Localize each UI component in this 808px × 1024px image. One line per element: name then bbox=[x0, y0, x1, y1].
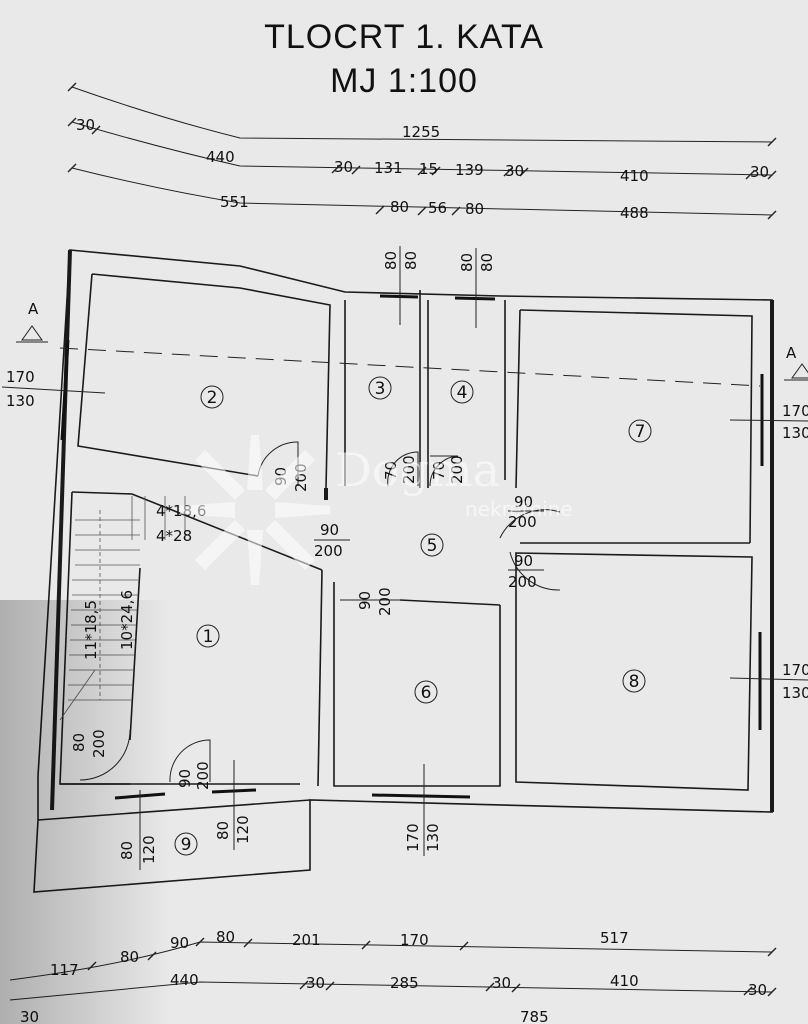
dim-label: 410 bbox=[610, 972, 639, 990]
opening-width: 70 bbox=[430, 461, 448, 480]
dim-label: 15 bbox=[419, 160, 438, 178]
opening-height: 80 bbox=[478, 253, 496, 272]
opening-width: 80 bbox=[214, 821, 232, 840]
opening-width: 70 bbox=[382, 461, 400, 480]
dim-label: 30 bbox=[492, 974, 511, 992]
dim-label: 90 bbox=[170, 934, 189, 952]
room-number: 7 bbox=[635, 422, 646, 442]
dim-label: 551 bbox=[220, 193, 249, 211]
opening-width: 90 bbox=[356, 591, 374, 610]
opening-width: 170 bbox=[782, 402, 808, 420]
opening-width: 80 bbox=[458, 253, 476, 272]
dim-label: 131 bbox=[374, 159, 403, 177]
stair-spec: 4*28 bbox=[156, 527, 192, 545]
dim-label: 440 bbox=[170, 971, 199, 989]
opening-height: 200 bbox=[508, 513, 537, 531]
opening-height: 80 bbox=[402, 251, 420, 270]
dim-label: 410 bbox=[620, 167, 649, 185]
opening-width: 80 bbox=[382, 251, 400, 270]
opening-width: 170 bbox=[6, 368, 35, 386]
section-letter-left: A bbox=[28, 300, 39, 318]
plan-scale: MJ 1:100 bbox=[330, 62, 478, 100]
opening-width: 170 bbox=[404, 823, 422, 852]
room-number: 2 bbox=[207, 388, 218, 408]
opening-height: 130 bbox=[6, 392, 35, 410]
dim-label: 170 bbox=[400, 931, 429, 949]
top-dimension-labels: 30 1255 440 30 131 15 139 30 410 30 551 … bbox=[76, 116, 769, 222]
opening-height: 120 bbox=[234, 815, 252, 844]
dim-label: 201 bbox=[292, 931, 321, 949]
stair-spec: 10*24,6 bbox=[118, 590, 136, 650]
dim-label: 30 bbox=[748, 981, 767, 999]
opening-height: 200 bbox=[400, 455, 418, 484]
dim-label: 30 bbox=[505, 162, 524, 180]
dim-label: 139 bbox=[455, 161, 484, 179]
opening-height: 200 bbox=[90, 729, 108, 758]
stair-spec: 11*18,5 bbox=[82, 600, 100, 660]
dim-label: 785 bbox=[520, 1008, 549, 1024]
door-swings bbox=[79, 441, 561, 783]
opening-height: 120 bbox=[140, 835, 158, 864]
dim-label: 285 bbox=[390, 974, 419, 992]
windows bbox=[60, 294, 764, 800]
section-letter-right: A bbox=[786, 344, 797, 362]
dim-label: 30 bbox=[76, 116, 95, 134]
watermark-flower-icon bbox=[180, 435, 330, 585]
bottom-dimension-lines bbox=[9, 941, 773, 1001]
dim-label: 117 bbox=[50, 961, 79, 979]
dim-label: 1255 bbox=[402, 123, 440, 141]
opening-height: 200 bbox=[376, 587, 394, 616]
opening-height: 130 bbox=[782, 424, 808, 442]
room-number: 5 bbox=[427, 536, 438, 556]
staircase bbox=[59, 496, 186, 721]
opening-width: 90 bbox=[176, 769, 194, 788]
opening-height: 200 bbox=[194, 761, 212, 790]
dim-label: 80 bbox=[120, 948, 139, 966]
watermark-subtitle: nekretnine bbox=[465, 497, 573, 521]
opening-height: 200 bbox=[508, 573, 537, 591]
exterior-walls bbox=[33, 249, 773, 893]
section-line bbox=[16, 325, 808, 387]
room-number: 6 bbox=[421, 683, 432, 703]
dim-label: 80 bbox=[216, 928, 235, 946]
room-markers bbox=[174, 376, 652, 856]
plan-title: TLOCRT 1. KATA bbox=[264, 18, 544, 56]
dim-label: 80 bbox=[390, 198, 409, 216]
opening-width: 90 bbox=[320, 521, 339, 539]
room-number: 9 bbox=[181, 835, 192, 855]
opening-labels: 170 130 170 130 170 130 90 200 90 200 90… bbox=[1, 368, 808, 702]
dim-label: 80 bbox=[465, 200, 484, 218]
dim-label: 440 bbox=[206, 148, 235, 166]
opening-width: 80 bbox=[118, 841, 136, 860]
room-number: 8 bbox=[629, 672, 640, 692]
opening-width: 170 bbox=[782, 661, 808, 679]
watermark-name: Dogma bbox=[335, 443, 500, 497]
dim-label: 30 bbox=[750, 163, 769, 181]
opening-height: 200 bbox=[314, 542, 343, 560]
room-numbers: 2 3 4 7 5 1 6 8 9 bbox=[181, 379, 646, 855]
room-number: 3 bbox=[375, 379, 386, 399]
vertical-opening-labels: 80 80 80 80 90 200 70 200 70 200 90 200 … bbox=[70, 246, 496, 870]
dim-label: 56 bbox=[428, 199, 447, 217]
bottom-dimension-labels: 117 80 90 80 201 170 517 440 30 285 30 4… bbox=[20, 928, 767, 1024]
dim-label: 488 bbox=[620, 204, 649, 222]
opening-height: 130 bbox=[424, 823, 442, 852]
opening-width: 90 bbox=[514, 493, 533, 511]
top-dimension-lines bbox=[71, 86, 773, 216]
dim-label: 30 bbox=[20, 1008, 39, 1024]
opening-width: 80 bbox=[70, 733, 88, 752]
dim-label: 517 bbox=[600, 929, 629, 947]
watermark-logo: Dogma nekretnine bbox=[180, 435, 573, 585]
room-number: 4 bbox=[457, 383, 468, 403]
dim-label: 30 bbox=[306, 974, 325, 992]
dim-label: 30 bbox=[334, 158, 353, 176]
opening-height: 200 bbox=[448, 455, 466, 484]
opening-height: 130 bbox=[782, 684, 808, 702]
opening-width: 90 bbox=[514, 552, 533, 570]
room-number: 1 bbox=[203, 627, 214, 647]
